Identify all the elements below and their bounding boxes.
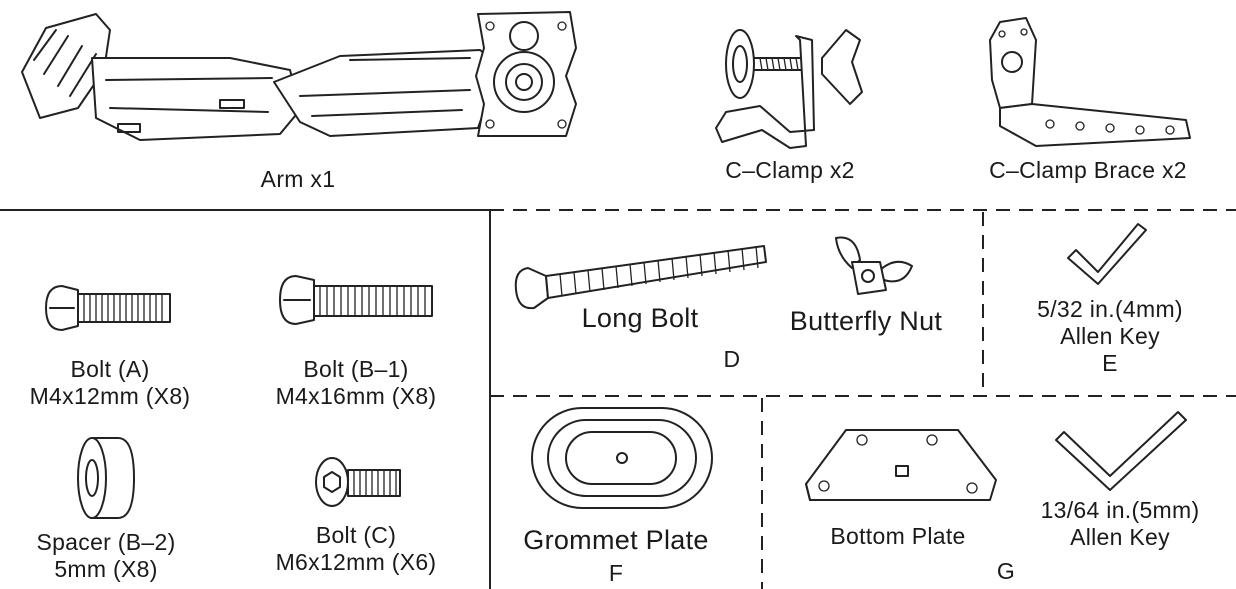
allen-key-g-label: 13/64 in.(5mm) Allen Key <box>1041 497 1200 551</box>
bolt-icon <box>279 275 433 325</box>
bolt-b1-name: Bolt (B–1) <box>303 356 409 382</box>
spacer-b2-spec: 5mm (X8) <box>54 556 158 582</box>
bolt-icon <box>45 285 171 331</box>
group-d-letter: D <box>723 346 741 372</box>
spacer-icon <box>77 437 135 519</box>
bolt-b1-label: Bolt (B–1) M4x16mm (X8) <box>276 356 437 410</box>
allen-key-e-label: 5/32 in.(4mm) Allen Key E <box>1037 296 1183 377</box>
bottom-plate-icon <box>805 429 997 501</box>
bolt-a-label: Bolt (A) M4x12mm (X8) <box>30 356 191 410</box>
bolt-b1-spec: M4x16mm (X8) <box>275 383 437 409</box>
monitor-arm-icon <box>21 11 577 141</box>
arm-label: Arm x1 <box>260 166 336 192</box>
c-clamp-label: C–Clamp x2 <box>725 157 855 183</box>
grommet-plate-label: Grommet Plate <box>523 525 709 555</box>
socket-bolt-icon <box>315 457 401 507</box>
allen-key-e-name: Allen Key <box>1060 323 1160 349</box>
bottom-plate-label: Bottom Plate <box>830 523 966 549</box>
bolt-a-spec: M4x12mm (X8) <box>29 383 191 409</box>
c-clamp-icon <box>715 29 863 149</box>
long-bolt-label: Long Bolt <box>581 303 699 333</box>
allen-key-icon <box>1055 411 1187 491</box>
butterfly-nut-label: Butterfly Nut <box>789 306 943 336</box>
long-bolt-icon <box>514 245 767 310</box>
c-clamp-brace-label: C–Clamp Brace x2 <box>989 157 1187 183</box>
allen-key-e-letter: E <box>1102 350 1118 376</box>
allen-key-e-size: 5/32 in.(4mm) <box>1037 296 1183 322</box>
bolt-c-label: Bolt (C) M6x12mm (X6) <box>276 522 437 576</box>
butterfly-nut-icon <box>835 236 913 295</box>
allen-key-icon <box>1067 223 1147 285</box>
bolt-a-name: Bolt (A) <box>70 356 150 382</box>
allen-key-g-size: 13/64 in.(5mm) <box>1040 497 1200 523</box>
bolt-c-spec: M6x12mm (X6) <box>275 549 437 575</box>
bolt-c-name: Bolt (C) <box>315 522 397 548</box>
spacer-b2-name: Spacer (B–2) <box>36 529 176 555</box>
spacer-b2-label: Spacer (B–2) 5mm (X8) <box>36 529 175 583</box>
grommet-plate-letter: F <box>608 560 624 586</box>
allen-key-g-name: Allen Key <box>1070 524 1170 550</box>
grommet-plate-icon <box>531 407 713 509</box>
bottom-plate-letter: G <box>996 558 1016 584</box>
c-clamp-brace-icon <box>989 17 1191 147</box>
